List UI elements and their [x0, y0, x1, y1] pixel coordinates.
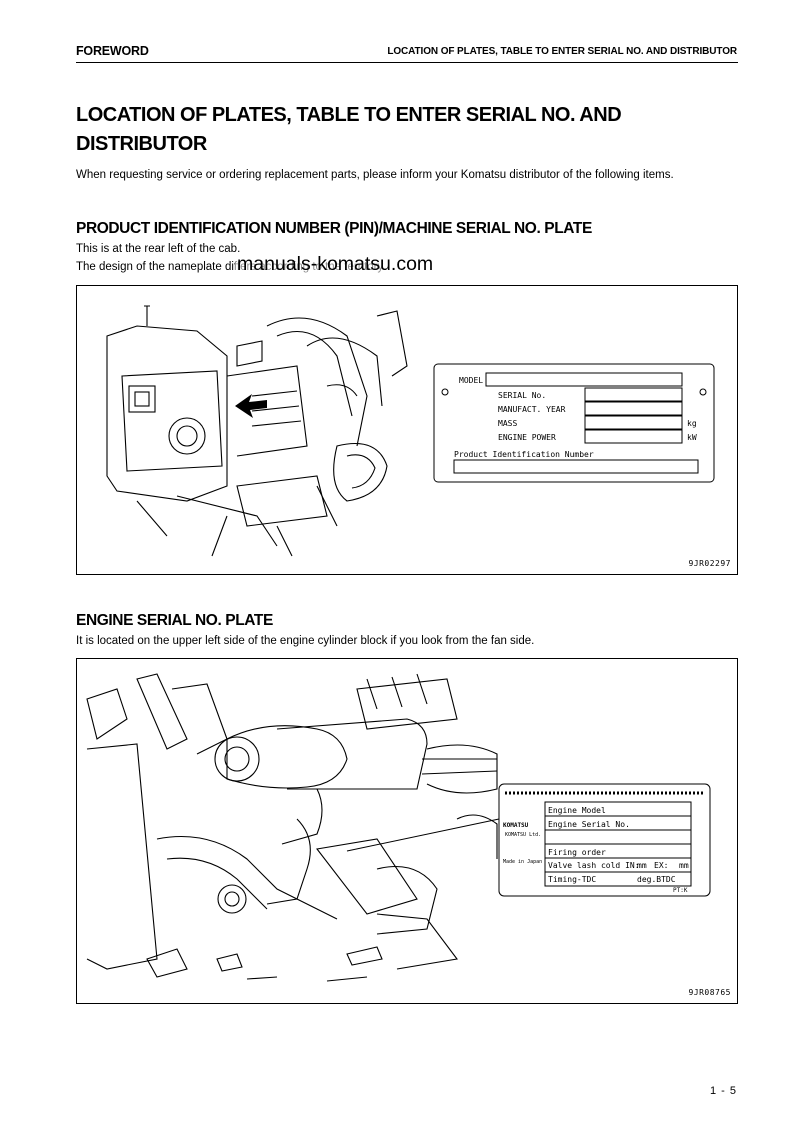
cab-rear-sketch: [106, 305, 408, 557]
page-title-line-1: LOCATION OF PLATES, TABLE TO ENTER SERIA…: [76, 104, 622, 126]
section-1-line-1: This is at the rear left of the cab.: [76, 243, 241, 255]
figure-pin-plate: MODEL SERIAL No. MANUFACT. YEAR MASS ENG…: [76, 285, 738, 575]
pin-nameplate-drawing: MODEL SERIAL No. MANUFACT. YEAR MASS ENG…: [433, 363, 715, 483]
plate-unit-kg: kg: [687, 419, 697, 428]
header-section-label: FOREWORD: [76, 44, 149, 58]
plate-deg: deg.BTDC: [637, 875, 676, 884]
header-page-topic: LOCATION OF PLATES, TABLE TO ENTER SERIA…: [387, 46, 737, 57]
section-2-line-1: It is located on the upper left side of …: [76, 635, 535, 647]
plate-mm-1: mm: [637, 861, 647, 870]
figure-2-id: 9JR08765: [688, 988, 731, 997]
engine-sketch: [86, 673, 498, 982]
plate-ptk: PT:K: [673, 887, 688, 894]
plate-mm-2: mm: [679, 861, 689, 870]
page-number: 1 - 5: [709, 1085, 737, 1097]
plate-engine-model: Engine Model: [548, 806, 606, 815]
plate-label-model: MODEL: [459, 376, 483, 385]
plate-engine-serial: Engine Serial No.: [548, 820, 630, 829]
page-title-line-2: DISTRIBUTOR: [76, 133, 207, 155]
leader-line: [346, 818, 500, 852]
plate-label-mass: MASS: [498, 419, 517, 428]
intro-paragraph: When requesting service or ordering repl…: [76, 169, 674, 181]
figure-1-id: 9JR02297: [688, 559, 731, 568]
plate-firing-order: Firing order: [548, 848, 606, 857]
engine-plate-illustration: KOMATSU KOMATSU Ltd. Made in Japan Engin…: [86, 673, 711, 982]
pin-plate-illustration: MODEL SERIAL No. MANUFACT. YEAR MASS ENG…: [106, 305, 715, 557]
figure-engine-plate: KOMATSU KOMATSU Ltd. Made in Japan Engin…: [76, 658, 738, 1004]
plate-label-pin: Product Identification Number: [454, 450, 594, 459]
plate-label-power: ENGINE POWER: [498, 433, 556, 442]
plate-unit-kw: kW: [687, 433, 697, 442]
plate-timing: Timing-TDC: [548, 875, 596, 884]
engine-nameplate-drawing: KOMATSU KOMATSU Ltd. Made in Japan Engin…: [498, 783, 711, 897]
plate-ex: EX:: [654, 861, 668, 870]
section-2-heading: ENGINE SERIAL NO. PLATE: [76, 612, 273, 629]
plate-origin: Made in Japan: [503, 859, 542, 865]
plate-label-serial: SERIAL No.: [498, 391, 546, 400]
watermark-text: manuals-komatsu.com: [235, 253, 436, 276]
plate-label-year: MANUFACT. YEAR: [498, 405, 566, 414]
plate-brand: KOMATSU: [503, 822, 529, 829]
section-1-heading: PRODUCT IDENTIFICATION NUMBER (PIN)/MACH…: [76, 220, 592, 237]
header-rule: [76, 62, 738, 63]
page-title: LOCATION OF PLATES, TABLE TO ENTER SERIA…: [76, 101, 716, 159]
plate-valve-lash: Valve lash cold IN:: [548, 861, 640, 870]
plate-company: KOMATSU Ltd.: [505, 832, 541, 838]
location-arrow-icon: [235, 394, 267, 418]
